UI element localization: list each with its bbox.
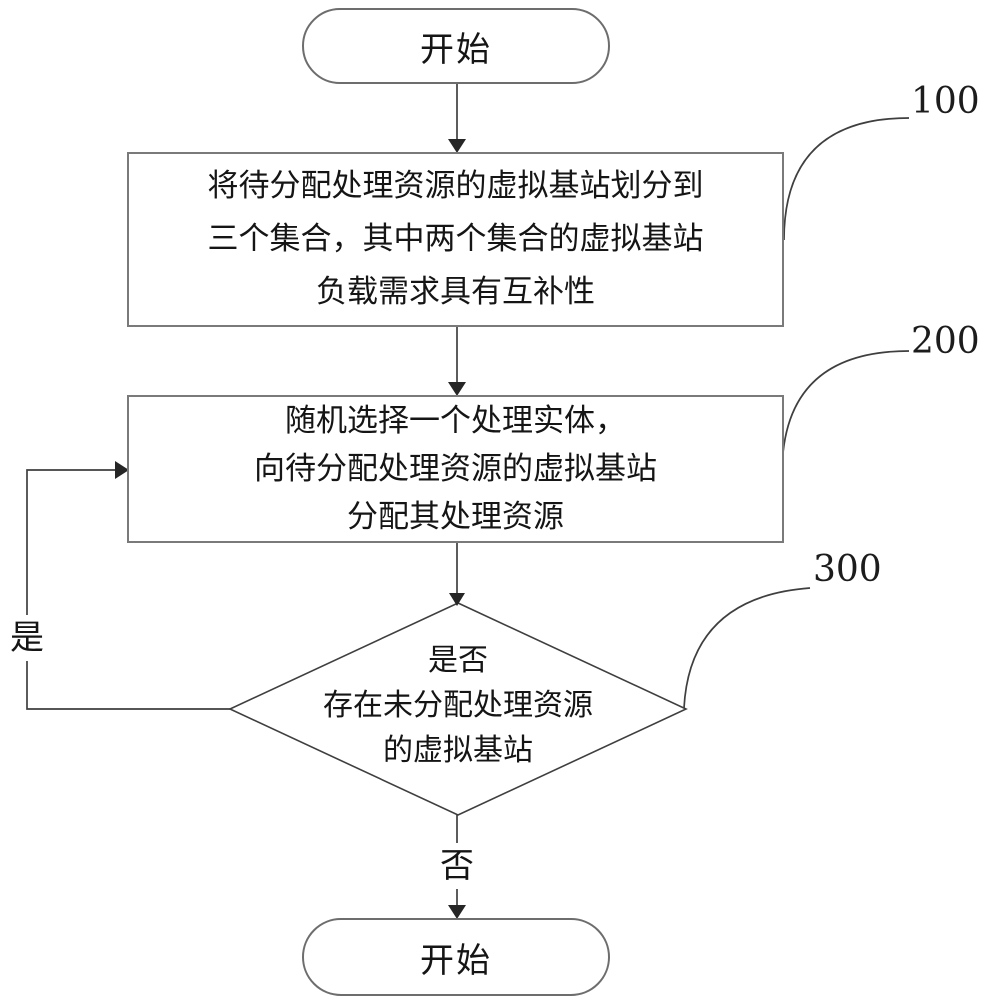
step-200-line-1: 随机选择一个处理实体， [285,403,626,439]
start-terminal: 开始 [302,8,610,84]
arrowhead-into-300 [449,593,465,606]
decision-text: 是否 存在未分配处理资源 的虚拟基站 [230,638,686,773]
end-terminal-label: 开始 [420,940,492,981]
leader-curve-300 [683,587,811,709]
step-100-line-1: 将待分配处理资源的虚拟基站划分到 [207,168,704,204]
step-100-line-2: 三个集合，其中两个集合的虚拟基站 [207,221,704,257]
decision-line-3: 的虚拟基站 [383,733,533,768]
step-200-line-3: 分配其处理资源 [347,499,564,535]
step-box-200: 随机选择一个处理实体， 向待分配处理资源的虚拟基站 分配其处理资源 [127,395,784,543]
arrowhead-loop-into-200 [115,461,129,479]
ref-label-300: 300 [813,549,882,590]
decision-diamond [228,602,688,816]
decision-line-2: 存在未分配处理资源 [323,688,593,723]
ref-label-200: 200 [911,321,980,362]
step-box-100: 将待分配处理资源的虚拟基站划分到 三个集合，其中两个集合的虚拟基站 负载需求具有… [127,152,784,327]
arrowhead-into-200 [448,382,466,396]
decision-line-1: 是否 [428,643,488,678]
branch-label-no: 否 [434,843,480,889]
arrowhead-into-100 [448,139,466,153]
leader-curve-100 [783,117,910,241]
connector-yes-loop [26,469,232,710]
end-terminal: 开始 [302,918,610,996]
start-terminal-label: 开始 [420,29,492,70]
ref-label-100: 100 [911,81,980,122]
arrowhead-into-end [448,905,466,919]
branch-label-yes: 是 [4,615,50,661]
leader-curve-200 [781,350,910,475]
step-200-line-2: 向待分配处理资源的虚拟基站 [254,451,657,487]
step-100-line-3: 负载需求具有互补性 [316,274,595,310]
